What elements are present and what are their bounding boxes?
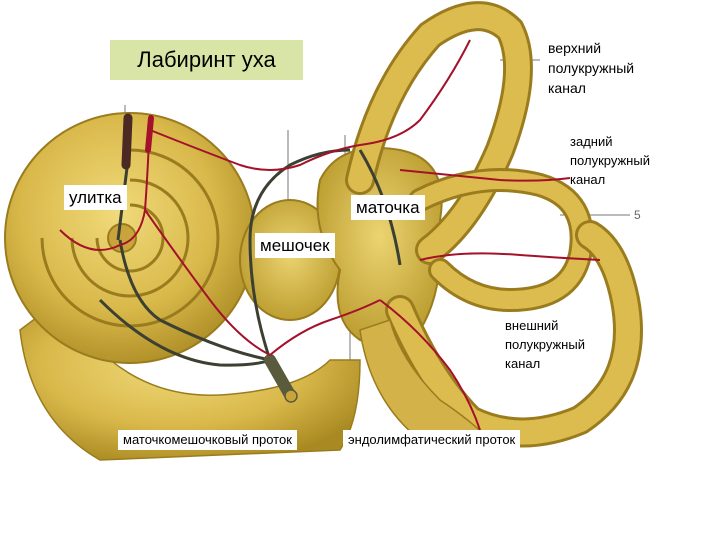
cochlea-base bbox=[19, 298, 361, 461]
vessel-stumps bbox=[121, 113, 154, 170]
figure-number: 5 bbox=[634, 208, 641, 222]
label-superior-canal: верхний полукружный канал bbox=[548, 40, 635, 96]
label-cochlea: улитка bbox=[64, 185, 127, 211]
utriculosaccular-duct-stump bbox=[264, 354, 298, 403]
label-saccule: мешочек bbox=[255, 233, 335, 259]
label-lateral-canal: внешний полукружный канал bbox=[500, 314, 590, 375]
label-utricle: маточка bbox=[351, 195, 425, 221]
label-endolymphatic-duct: эндолимфатический проток bbox=[343, 430, 521, 451]
semicircular-canals bbox=[345, 1, 643, 448]
label-posterior-canal: задний полукружный канал bbox=[570, 134, 650, 187]
label-utriculosaccular-duct: маточкомешочковый проток bbox=[118, 430, 297, 451]
diagram-title: Лабиринт уха bbox=[110, 40, 303, 80]
cochlea bbox=[4, 112, 256, 364]
